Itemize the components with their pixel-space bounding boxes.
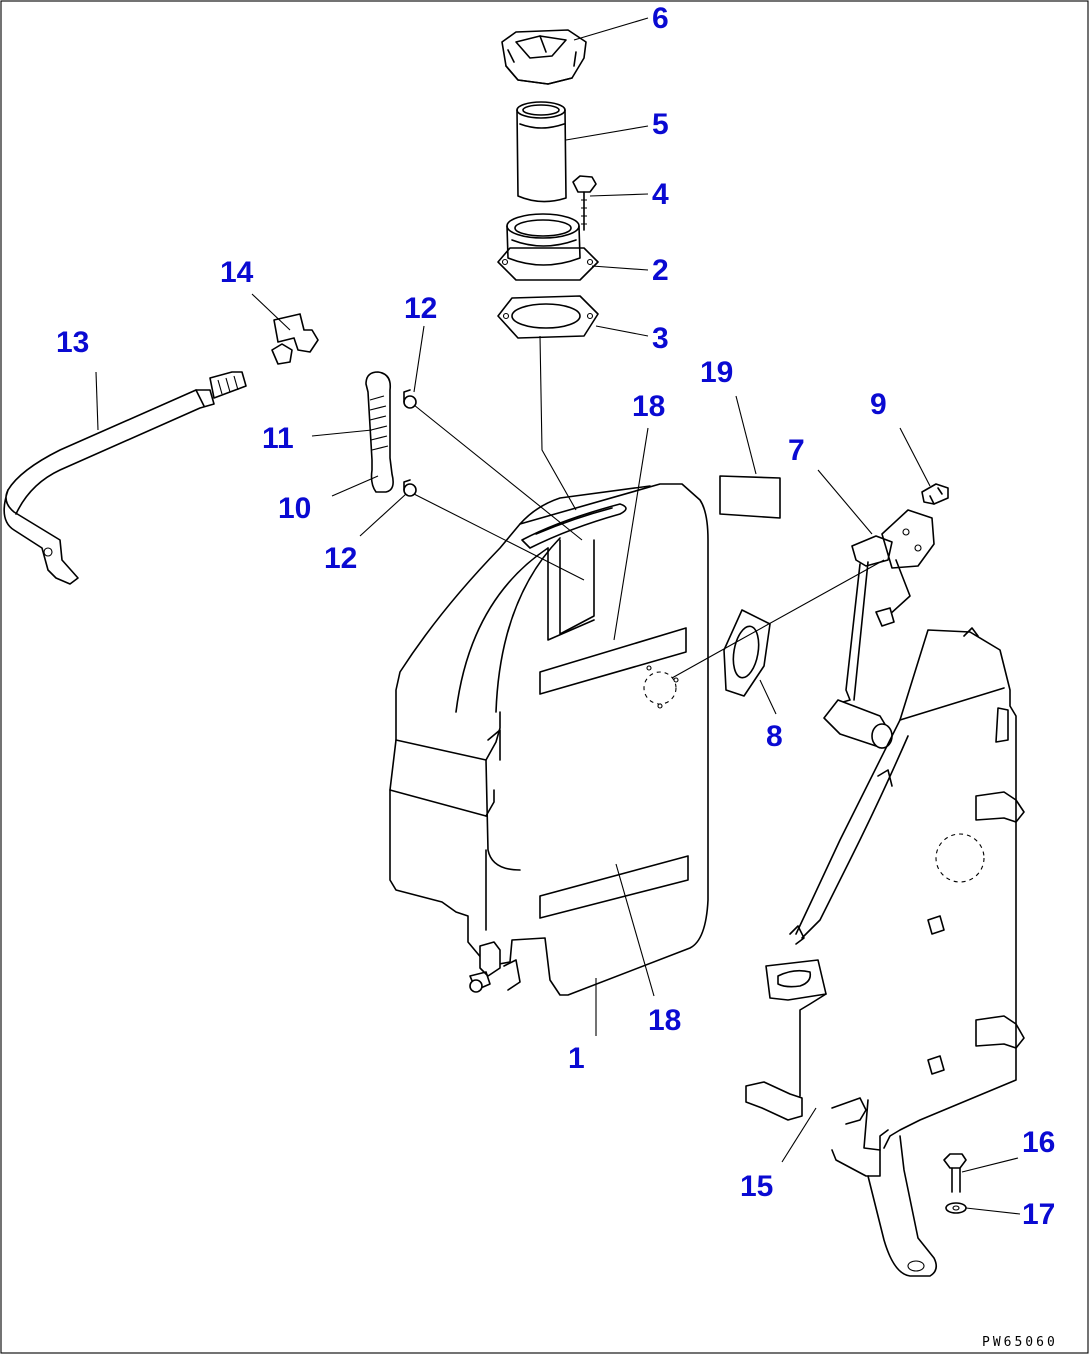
- callout-18-lower: 18: [648, 1004, 681, 1037]
- callout-3: 3: [652, 322, 669, 355]
- part-breather-hose: [365, 371, 585, 581]
- callout-2: 2: [652, 254, 669, 287]
- drawing-code: PW65060: [982, 1335, 1058, 1350]
- callout-8: 8: [766, 720, 783, 753]
- callout-17: 17: [1022, 1198, 1055, 1231]
- part-fuel-tank: [389, 483, 709, 996]
- part-bolt-16: [943, 1153, 967, 1214]
- part-tank-strap: [3, 313, 319, 585]
- callout-15: 15: [740, 1170, 773, 1203]
- leader-lines: [95, 17, 1021, 1215]
- callout-12-upper: 12: [404, 292, 437, 325]
- callout-4: 4: [652, 178, 669, 211]
- part-decal: [719, 475, 781, 519]
- callout-12-lower: 12: [324, 542, 357, 575]
- callout-10: 10: [278, 492, 311, 525]
- part-filler-cap: [501, 29, 587, 85]
- callout-13: 13: [56, 326, 89, 359]
- part-bolt-4: [572, 175, 597, 231]
- part-gasket: [497, 295, 599, 339]
- callout-5: 5: [652, 108, 669, 141]
- part-filler-neck: [497, 213, 599, 281]
- callout-6: 6: [652, 2, 669, 35]
- part-strainer: [516, 101, 567, 203]
- callout-1: 1: [568, 1042, 585, 1075]
- callout-7: 7: [788, 434, 805, 467]
- callout-19: 19: [700, 356, 733, 389]
- callout-9: 9: [870, 388, 887, 421]
- callout-18-upper: 18: [632, 390, 665, 423]
- part-screw-9: [921, 483, 949, 505]
- part-bracket: [745, 627, 1025, 1277]
- part-gauge-gasket: [671, 559, 885, 697]
- callout-14: 14: [220, 256, 254, 289]
- callout-16: 16: [1022, 1126, 1055, 1159]
- part-fuel-gauge: [823, 509, 935, 749]
- callout-11: 11: [262, 422, 294, 455]
